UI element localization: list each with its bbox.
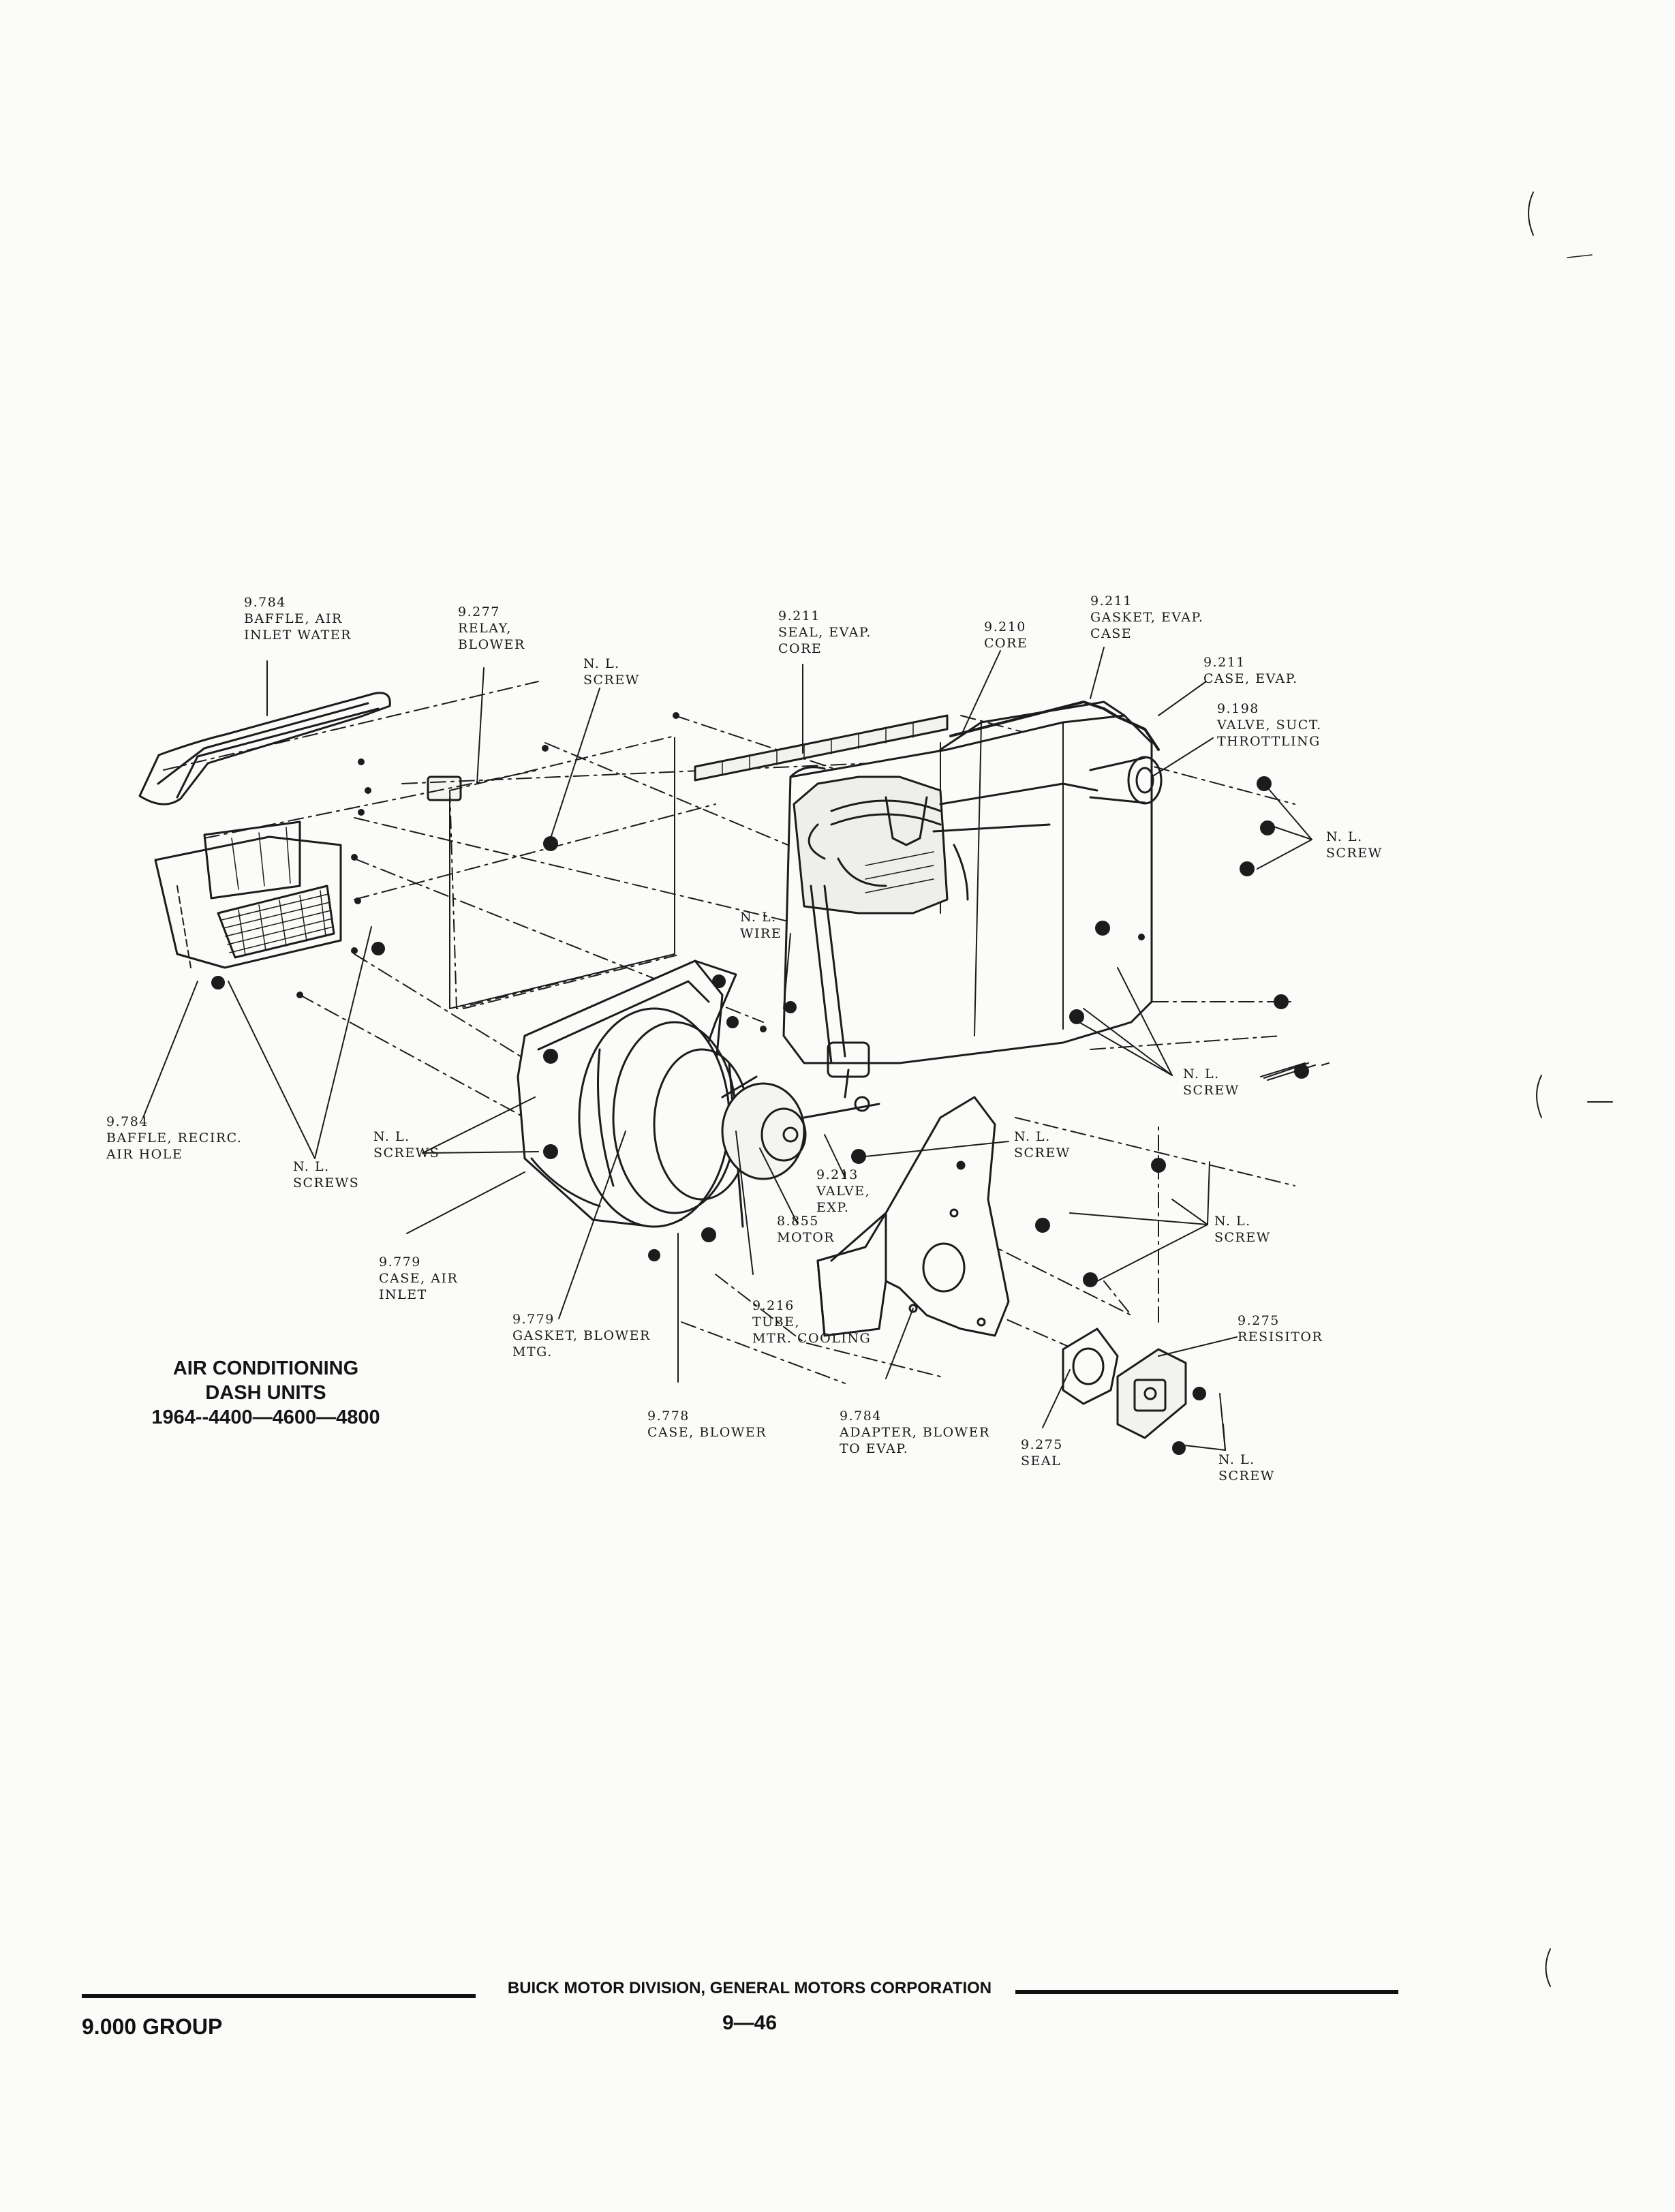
seal-part <box>1062 1327 1119 1405</box>
callout-nl-screws-center: N. L.SCREWS <box>373 1129 440 1161</box>
caption-line-3: 1964--4400—4600—4800 <box>151 1407 380 1428</box>
adapter-blower-part <box>816 1096 1010 1337</box>
gasket-evap-case-part <box>949 701 1160 751</box>
footer-rule-right <box>1015 1990 1398 1994</box>
valve-exp-part <box>827 1041 870 1112</box>
caption-line-2: DASH UNITS <box>205 1382 326 1404</box>
figure-caption: AIR CONDITIONING DASH UNITS 1964--4400—4… <box>116 1356 416 1430</box>
baffle-air-inlet-water-part <box>138 692 391 805</box>
callout-nl-screw-right-upper: N. L.SCREW <box>1326 829 1383 861</box>
seal-evap-core-part <box>694 714 949 782</box>
footer-division: BUICK MOTOR DIVISION, GENERAL MOTORS COR… <box>507 1979 992 1997</box>
footer-group: 9.000 GROUP <box>82 2014 223 2039</box>
callout-nl-screw-right-lower: N. L.SCREW <box>1214 1214 1271 1245</box>
motor-part <box>721 1075 880 1180</box>
callout-nl-wire: N. L.WIRE <box>740 910 782 941</box>
callout-nl-screw-adapter: N. L.SCREW <box>1014 1129 1071 1161</box>
caption-line-1: AIR CONDITIONING <box>172 1357 359 1379</box>
callout-nl-screw-bottom: N. L.SCREW <box>1218 1452 1275 1484</box>
evap-core-part <box>793 775 1098 1064</box>
baffle-recirc-part <box>154 820 342 969</box>
footer-rule-left <box>82 1994 476 1998</box>
screw-fasteners <box>211 776 1309 1455</box>
callout-nl-screw-top: N. L.SCREW <box>583 656 640 688</box>
resistor-part <box>1116 1348 1187 1439</box>
footer-page-number: 9—46 <box>722 2012 778 2034</box>
valve-suct-throttling-part <box>1089 756 1163 805</box>
callout-nl-screws-left: N. L.SCREWS <box>293 1159 360 1191</box>
callout-nl-screw-right-mid: N. L.SCREW <box>1183 1066 1240 1098</box>
